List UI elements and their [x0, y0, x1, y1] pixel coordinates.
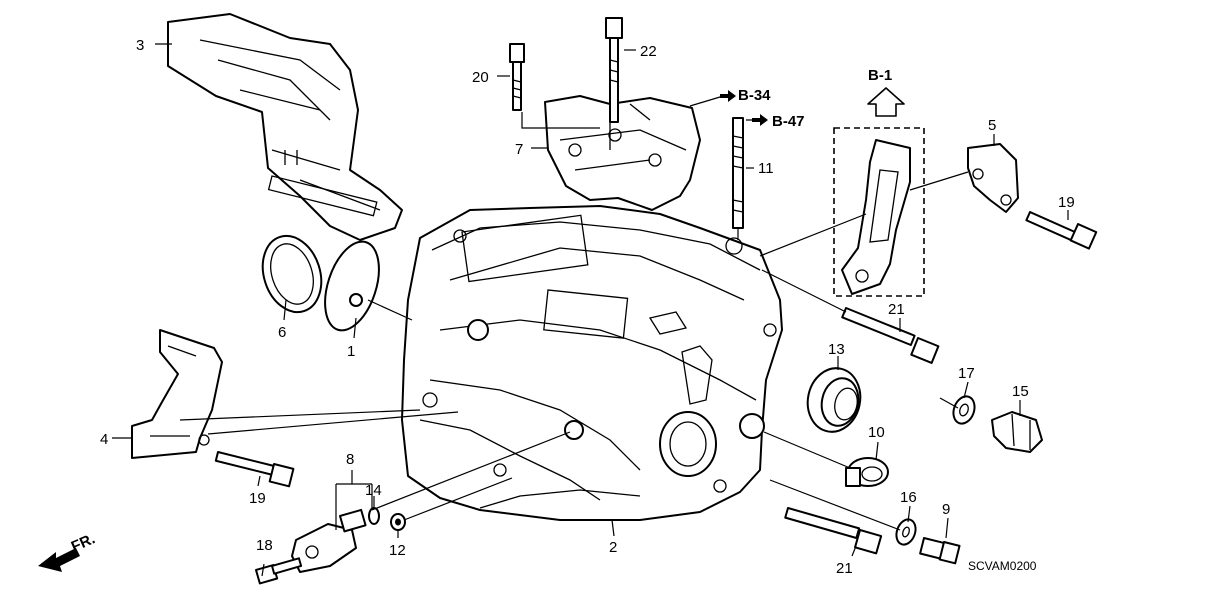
ref-b47[interactable]: B-47: [772, 113, 805, 130]
reference-labels: B-34 B-47 B-1: [720, 67, 905, 130]
callout-4[interactable]: 4: [100, 431, 108, 448]
callout-17[interactable]: 17: [958, 365, 975, 382]
callout-11[interactable]: 11: [758, 160, 774, 177]
callout-16[interactable]: 16: [900, 489, 917, 506]
callout-18[interactable]: 18: [256, 537, 273, 554]
callout-5[interactable]: 5: [988, 117, 996, 134]
ref-b34[interactable]: B-34: [738, 87, 771, 104]
part-18-bolt[interactable]: [254, 557, 303, 585]
part-21-bolt-lower[interactable]: [784, 507, 883, 555]
part-21-bolt-upper[interactable]: [841, 307, 940, 364]
callout-labels: 3 6 1 4 19 8 14 12 18 2 7 20 22 11 5 19 …: [100, 37, 1075, 577]
front-indicator: FR.: [38, 530, 98, 572]
arrow-up-icon: [867, 87, 905, 117]
callout-6[interactable]: 6: [278, 324, 286, 341]
diagram-code: SCVAM0200: [968, 559, 1037, 573]
part-9-plug[interactable]: [919, 537, 961, 565]
part-13-oil-seal[interactable]: [802, 363, 866, 436]
part-17-washer[interactable]: [950, 393, 978, 426]
callout-19-left[interactable]: 19: [249, 490, 266, 507]
part-3-cover[interactable]: [167, 13, 403, 241]
part-10-plug[interactable]: [845, 457, 889, 487]
callout-13[interactable]: 13: [828, 341, 845, 358]
part-5-bracket[interactable]: [967, 143, 1019, 213]
callout-10[interactable]: 10: [868, 424, 885, 441]
callout-21-lower[interactable]: 21: [836, 560, 853, 577]
part-1-shim[interactable]: [315, 235, 389, 337]
part-6-snap-ring[interactable]: [253, 228, 330, 319]
ref-b1[interactable]: B-1: [868, 67, 892, 84]
part-8-lever[interactable]: [291, 508, 367, 573]
leader-lines: [112, 43, 1069, 577]
part-15-plug[interactable]: [991, 411, 1043, 453]
arrow-right-icon: [752, 114, 768, 126]
callout-15[interactable]: 15: [1012, 383, 1029, 400]
part-14-clip[interactable]: [368, 507, 380, 525]
callout-9[interactable]: 9: [942, 501, 950, 518]
callout-3[interactable]: 3: [136, 37, 144, 54]
callout-12[interactable]: 12: [389, 542, 406, 559]
part-7-mount[interactable]: [544, 95, 701, 211]
callout-14[interactable]: 14: [365, 482, 382, 499]
part-4-bracket[interactable]: [131, 329, 223, 459]
part-22-bolt[interactable]: [605, 17, 623, 123]
callout-1[interactable]: 1: [347, 343, 355, 360]
part-12-washer[interactable]: [390, 513, 406, 531]
arrow-right-icon: [720, 90, 736, 102]
callout-8[interactable]: 8: [346, 451, 354, 468]
callout-21-upper[interactable]: 21: [888, 301, 905, 318]
front-arrow-icon: [38, 548, 80, 572]
callout-20[interactable]: 20: [472, 69, 489, 86]
part-19-bolt-left[interactable]: [214, 451, 295, 488]
part-2-transmission-case[interactable]: [401, 205, 783, 521]
callout-7[interactable]: 7: [515, 141, 523, 158]
b1-bracket-group[interactable]: [833, 127, 925, 297]
callout-22[interactable]: 22: [640, 43, 657, 60]
part-19-bolt-right[interactable]: [1025, 210, 1098, 250]
callout-19-right[interactable]: 19: [1058, 194, 1075, 211]
part-11-stud[interactable]: [732, 117, 744, 229]
callout-2[interactable]: 2: [609, 539, 617, 556]
front-label: FR.: [69, 530, 98, 555]
part-20-bolt[interactable]: [509, 43, 525, 111]
part-16-washer[interactable]: [893, 517, 919, 548]
